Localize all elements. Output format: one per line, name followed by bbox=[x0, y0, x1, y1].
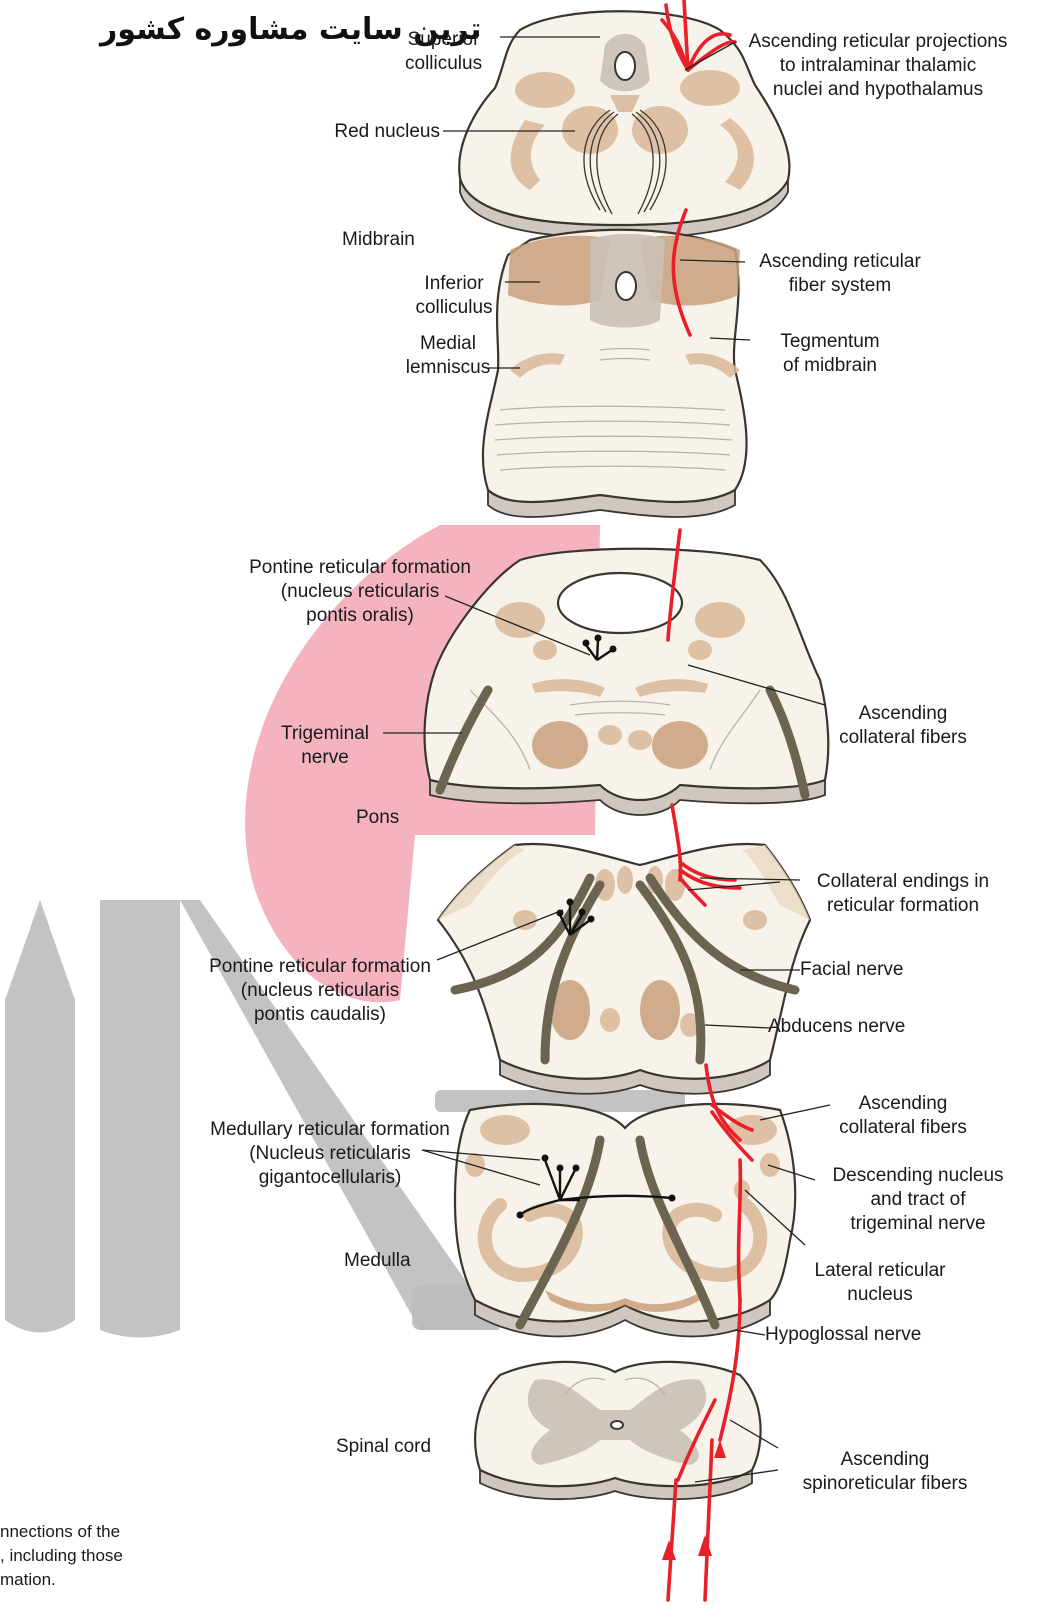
label-hypoglossal-nerve: Hypoglossal nerve bbox=[765, 1323, 921, 1347]
label-collateral-endings: Collateral endings in reticular formatio… bbox=[798, 870, 1008, 918]
label-ascending-fiber-system: Ascending reticular fiber system bbox=[745, 250, 935, 298]
label-lateral-reticular: Lateral reticular nucleus bbox=[800, 1259, 960, 1307]
label-ascending-collateral-2: Ascending collateral fibers bbox=[818, 1092, 988, 1140]
figure-caption-fragment: nnections of the , including those matio… bbox=[0, 1520, 123, 1592]
lower-midbrain-section bbox=[483, 230, 747, 517]
label-superior-colliculus: Superior colliculus bbox=[405, 28, 482, 76]
label-pontine-oralis: Pontine reticular formation (nucleus ret… bbox=[210, 556, 510, 628]
label-red-nucleus: Red nucleus bbox=[310, 120, 440, 144]
label-inferior-colliculus: Inferior colliculus bbox=[398, 272, 510, 320]
label-pons: Pons bbox=[356, 806, 399, 830]
label-tegmentum: Tegmentum of midbrain bbox=[750, 330, 910, 378]
label-facial-nerve: Facial nerve bbox=[800, 958, 904, 982]
label-descending-nucleus: Descending nucleus and tract of trigemin… bbox=[808, 1164, 1028, 1236]
label-ascending-projections: Ascending reticular projections to intra… bbox=[733, 30, 1023, 102]
label-trigeminal-nerve: Trigeminal nerve bbox=[270, 722, 380, 770]
label-midbrain: Midbrain bbox=[342, 228, 415, 252]
label-medial-lemniscus: Medial lemniscus bbox=[398, 332, 498, 380]
medulla-section bbox=[455, 1104, 795, 1337]
label-pontine-caudalis: Pontine reticular formation (nucleus ret… bbox=[170, 955, 470, 1027]
label-medullary-formation: Medullary reticular formation (Nucleus r… bbox=[160, 1118, 500, 1190]
label-spinal-cord: Spinal cord bbox=[336, 1435, 431, 1459]
lower-pons-section bbox=[438, 844, 810, 1094]
label-spinoreticular: Ascending spinoreticular fibers bbox=[775, 1448, 995, 1496]
label-abducens-nerve: Abducens nerve bbox=[768, 1015, 905, 1039]
label-medulla: Medulla bbox=[344, 1249, 411, 1273]
label-ascending-collateral-1: Ascending collateral fibers bbox=[818, 702, 988, 750]
